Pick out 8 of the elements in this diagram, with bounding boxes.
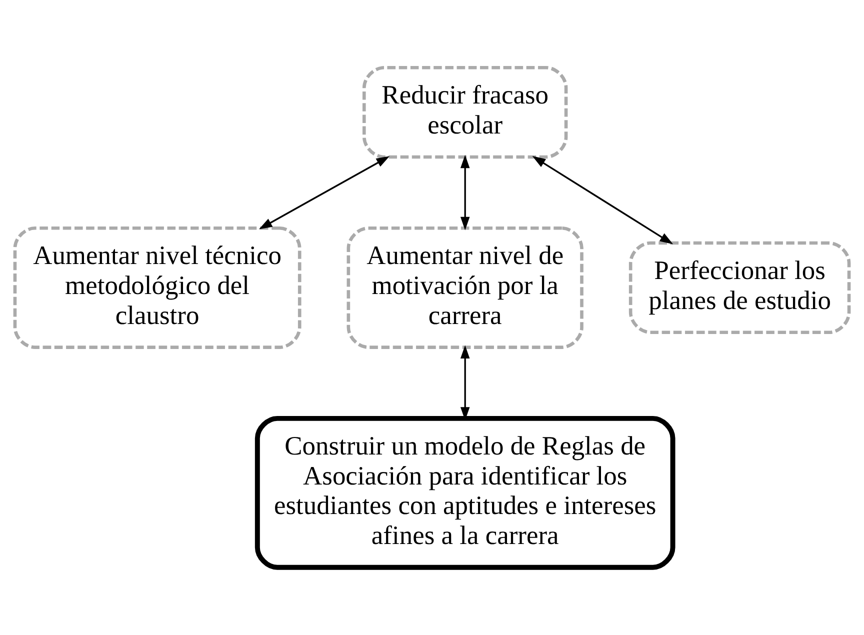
arrow [258, 156, 390, 230]
node-box: Aumentar nivel de motivación por la carrera [346, 226, 584, 349]
node-box: Construir un modelo de Reglas de Asociación para identificar los estudiantes con aptitudes e intereses afines a la carrera [254, 416, 676, 570]
arrow [532, 156, 674, 244]
node-box: Perfeccionar los planes de estudio [628, 241, 851, 334]
arrow [460, 154, 470, 230]
node-box: Reducir fracaso escolar [362, 66, 568, 159]
node-box: Aumentar nivel técnico metodológico del claustro [13, 226, 302, 349]
